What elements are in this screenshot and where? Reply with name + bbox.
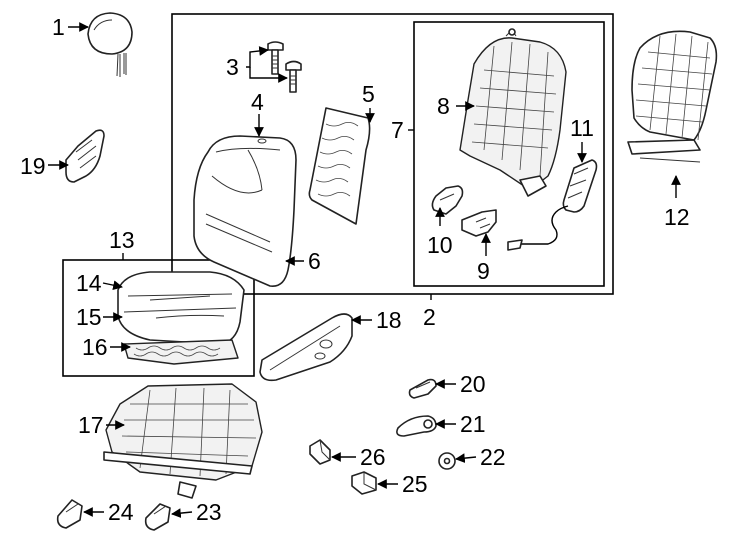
seat-cushion-part	[117, 271, 245, 345]
side-panel-cable-part	[507, 159, 598, 251]
rear-back-frame-part	[627, 30, 718, 163]
headrest-part	[87, 12, 133, 77]
callout-1: 1	[52, 14, 65, 40]
callout-3: 3	[226, 54, 239, 80]
seat-track-frame-part	[103, 383, 263, 499]
heater-mat-part	[308, 107, 371, 225]
callout-20: 20	[460, 371, 486, 397]
callout-12: 12	[664, 204, 690, 230]
bracket-part-10	[431, 185, 464, 215]
callout-23: 23	[196, 499, 222, 525]
leader-22	[455, 453, 477, 463]
washer-part-22	[438, 452, 456, 470]
seat-back-cover-part	[193, 135, 297, 287]
seat-back-frame-part	[459, 28, 567, 197]
bolts-part	[267, 41, 302, 93]
callout-13: 13	[109, 227, 135, 253]
callout-9: 9	[477, 258, 490, 284]
seat-back-assembly-box	[171, 13, 614, 295]
callout-6: 6	[308, 248, 321, 274]
callout-19: 19	[20, 153, 46, 179]
knob-part-20	[408, 378, 437, 399]
cushion-mat-part-16	[123, 339, 239, 365]
cap-part-24	[56, 499, 83, 529]
leader-3b	[249, 67, 288, 83]
cushion-assembly-box	[62, 259, 255, 377]
callout-14: 14	[76, 270, 102, 296]
callout-16: 16	[82, 334, 108, 360]
side-trim-part-19	[65, 129, 105, 183]
callout-25: 25	[402, 471, 428, 497]
seat-back-frame-box	[413, 21, 605, 287]
callout-2: 2	[423, 304, 436, 330]
leader-3a	[246, 46, 269, 68]
callout-5: 5	[362, 81, 375, 107]
callout-15: 15	[76, 304, 102, 330]
leader-14	[102, 280, 123, 290]
callout-17: 17	[78, 412, 104, 438]
side-shield-part	[259, 313, 353, 382]
bracket-part-9	[461, 209, 497, 237]
callout-8: 8	[437, 93, 450, 119]
callout-4: 4	[251, 89, 264, 115]
cap-part-23	[144, 503, 171, 531]
leader-23	[171, 508, 193, 518]
clip-part-25	[351, 471, 377, 495]
callout-24: 24	[108, 499, 134, 525]
callout-18: 18	[376, 307, 402, 333]
callout-11: 11	[570, 115, 594, 141]
callout-7: 7	[391, 117, 404, 143]
lever-part-21	[396, 415, 437, 437]
callout-26: 26	[360, 444, 386, 470]
callout-22: 22	[480, 444, 506, 470]
callout-21: 21	[460, 411, 486, 437]
callout-10: 10	[427, 232, 453, 258]
clip-part-26	[309, 439, 331, 465]
